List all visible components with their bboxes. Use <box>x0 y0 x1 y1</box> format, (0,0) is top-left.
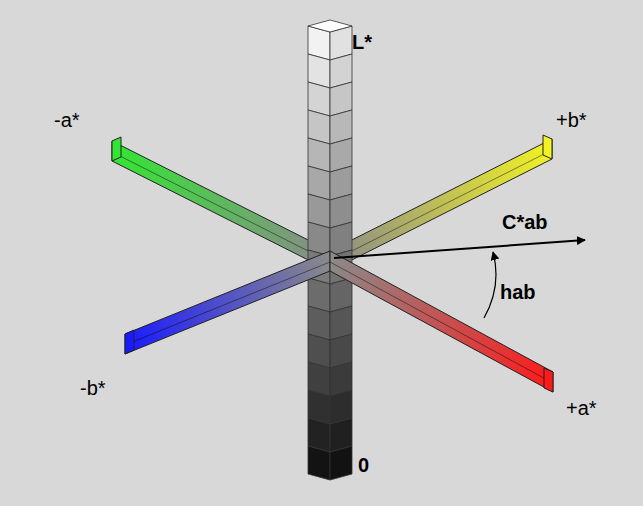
hue-label: hab <box>500 282 536 302</box>
lightness-cube <box>308 82 352 116</box>
bar-end <box>125 330 134 354</box>
axis-label: -b* <box>80 378 106 398</box>
axis-label: -a* <box>54 110 80 130</box>
axis-bar <box>330 251 553 392</box>
lightness-cube <box>308 278 352 312</box>
axis-label: +a* <box>566 398 597 418</box>
chroma-arrow <box>334 240 585 258</box>
hue-angle-arc <box>484 252 496 318</box>
lightness-cube <box>308 54 352 88</box>
lightness-cube <box>308 446 352 480</box>
lightness-cube <box>308 166 352 200</box>
axis-bar <box>112 137 330 271</box>
bar-end <box>544 368 553 392</box>
lightness-cube <box>308 306 352 340</box>
lightness-cube <box>308 138 352 172</box>
lightness-cube <box>308 194 352 228</box>
axis-zero: 0 <box>358 455 369 475</box>
lightness-cube <box>308 20 352 60</box>
lightness-cube <box>308 334 352 368</box>
lightness-cube <box>308 390 352 424</box>
bar-end <box>112 137 121 161</box>
axis-bar <box>125 251 330 354</box>
lightness-cube <box>308 110 352 144</box>
lightness-axis-label: L* <box>352 32 372 52</box>
axis-label: +b* <box>556 110 587 130</box>
bar-end <box>543 135 552 159</box>
chroma-label: C*ab <box>502 212 548 232</box>
lightness-cube <box>308 418 352 452</box>
lightness-cube <box>308 362 352 396</box>
